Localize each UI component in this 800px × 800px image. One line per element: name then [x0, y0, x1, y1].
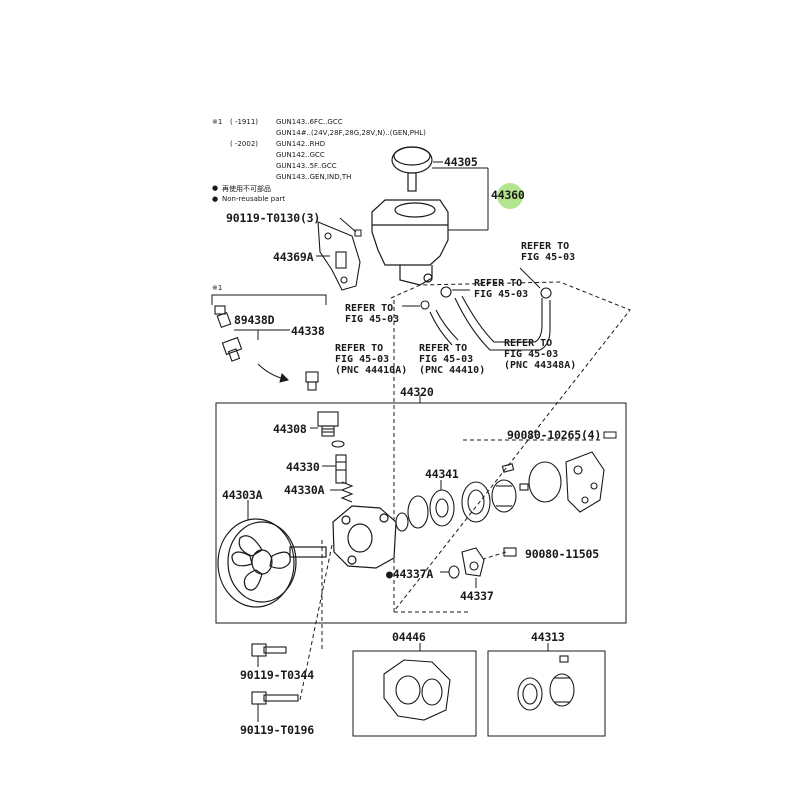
- refer-block-5[interactable]: REFER TO FIG 45-03 (PNC 44410): [419, 343, 485, 376]
- label-90119-t0196[interactable]: 90119-T0196: [240, 723, 314, 737]
- refer-1-line-1: REFER TO: [521, 241, 570, 252]
- cam-ring-rotor: [461, 463, 529, 523]
- reservoir-cap: [391, 146, 433, 192]
- label-44303a[interactable]: 44303A: [222, 488, 263, 502]
- legend-jp: 再使用不可部品: [222, 185, 271, 193]
- label-44308[interactable]: 44308: [273, 422, 307, 436]
- pump-body: [332, 505, 397, 569]
- gasket-kit-04446: [383, 659, 451, 721]
- refer-block-1[interactable]: REFER TO FIG 45-03: [521, 241, 575, 263]
- refer-2-line-2: FIG 45-03: [474, 289, 529, 300]
- rear-cover: [528, 451, 605, 513]
- highlight-marker: [497, 183, 523, 209]
- sensor-89438d: [214, 305, 232, 329]
- note-line-4: GUN142..GCC: [276, 151, 325, 159]
- refer-5-line-3: (PNC 44410): [419, 365, 486, 376]
- fitting-44337: [461, 547, 517, 577]
- refer-4-line-1: REFER TO: [335, 343, 384, 354]
- label-44330a[interactable]: 44330A: [284, 483, 325, 497]
- reservoir-tank: [371, 199, 449, 286]
- refer-block-2[interactable]: REFER TO FIG 45-03: [474, 278, 528, 300]
- note-range-1: ( -1911): [230, 118, 259, 126]
- legend-bullet-1: ●: [212, 184, 219, 192]
- spring-44330a: [340, 481, 354, 503]
- bolt-t0344: [251, 643, 287, 657]
- label-44337[interactable]: 44337: [460, 589, 494, 603]
- pulley-44303a: [217, 518, 327, 608]
- valve-spool-44330: [335, 454, 347, 484]
- refer-block-4[interactable]: REFER TO FIG 45-03 (PNC 44410A): [335, 343, 407, 376]
- label-44360[interactable]: 44360: [491, 188, 525, 202]
- label-44338[interactable]: 44338: [291, 324, 325, 338]
- valve-44308: [317, 411, 345, 448]
- bolt-t0130: [354, 229, 362, 237]
- union-bolt: [305, 371, 319, 391]
- cartridge-kit-44313: [517, 655, 575, 711]
- dashed-routes: [299, 281, 631, 701]
- refer-block-3[interactable]: REFER TO FIG 45-03: [345, 303, 399, 325]
- refer-4-line-2: FIG 45-03: [335, 354, 390, 365]
- label-44313[interactable]: 44313: [531, 630, 565, 644]
- refer-3-line-2: FIG 45-03: [345, 314, 400, 325]
- label-44320[interactable]: 44320: [400, 385, 434, 399]
- reservoir-bracket: [317, 221, 361, 291]
- note-mark-small: ※1: [212, 284, 223, 292]
- label-44330[interactable]: 44330: [286, 460, 320, 474]
- label-04446[interactable]: 04446: [392, 630, 426, 644]
- refer-block-6[interactable]: REFER TO FIG 45-03 (PNC 44348A): [504, 338, 576, 371]
- refer-2-line-1: REFER TO: [474, 278, 523, 289]
- label-44369a[interactable]: 44369A: [273, 250, 314, 264]
- legend-en: Non-reusable part: [222, 195, 286, 203]
- label-90119-t0344[interactable]: 90119-T0344: [240, 668, 314, 682]
- refer-5-line-2: FIG 45-03: [419, 354, 474, 365]
- union-44338: [221, 336, 243, 362]
- refer-6-line-1: REFER TO: [504, 338, 553, 349]
- pump-seals: [395, 489, 455, 532]
- refer-6-line-2: FIG 45-03: [504, 349, 559, 360]
- note-line-6: GUN143..GEN,IND,TH: [276, 173, 352, 181]
- refer-4-line-3: (PNC 44410A): [335, 365, 408, 376]
- note-line-5: GUN143..5F..GCC: [276, 162, 337, 170]
- hoses: [420, 286, 552, 351]
- label-90080-10265[interactable]: 90080-10265(4): [507, 428, 602, 442]
- label-44341[interactable]: 44341: [425, 467, 459, 481]
- label-44305[interactable]: 44305: [444, 155, 478, 169]
- note-line-1: GUN143..6FC..GCC: [276, 118, 343, 126]
- refer-3-line-1: REFER TO: [345, 303, 394, 314]
- assembly-box-44320: [215, 402, 627, 624]
- refer-1-line-2: FIG 45-03: [521, 252, 576, 263]
- label-90119-t0130[interactable]: 90119-T0130(3): [226, 211, 321, 225]
- bolt-t0196: [251, 691, 299, 705]
- kit-box-04446: [352, 650, 477, 737]
- bolt-10265: [603, 431, 617, 439]
- kit-box-44313: [487, 650, 606, 737]
- refer-6-line-3: (PNC 44348A): [504, 360, 577, 371]
- label-89438d[interactable]: 89438D: [234, 313, 275, 327]
- note-line-3: GUN142..RHD: [276, 140, 326, 148]
- legend-bullet-2: ●: [212, 195, 219, 203]
- refer-5-line-1: REFER TO: [419, 343, 468, 354]
- note-range-2: ( -2002): [230, 140, 259, 148]
- note-mark-1: ※1: [212, 118, 223, 126]
- note-line-2: GUN14#..(24V,28F,28G,28V,N)..(GEN,PHL): [276, 129, 426, 137]
- label-44337a[interactable]: ●44337A: [386, 567, 434, 581]
- label-90080-11505[interactable]: 90080-11505: [525, 547, 599, 561]
